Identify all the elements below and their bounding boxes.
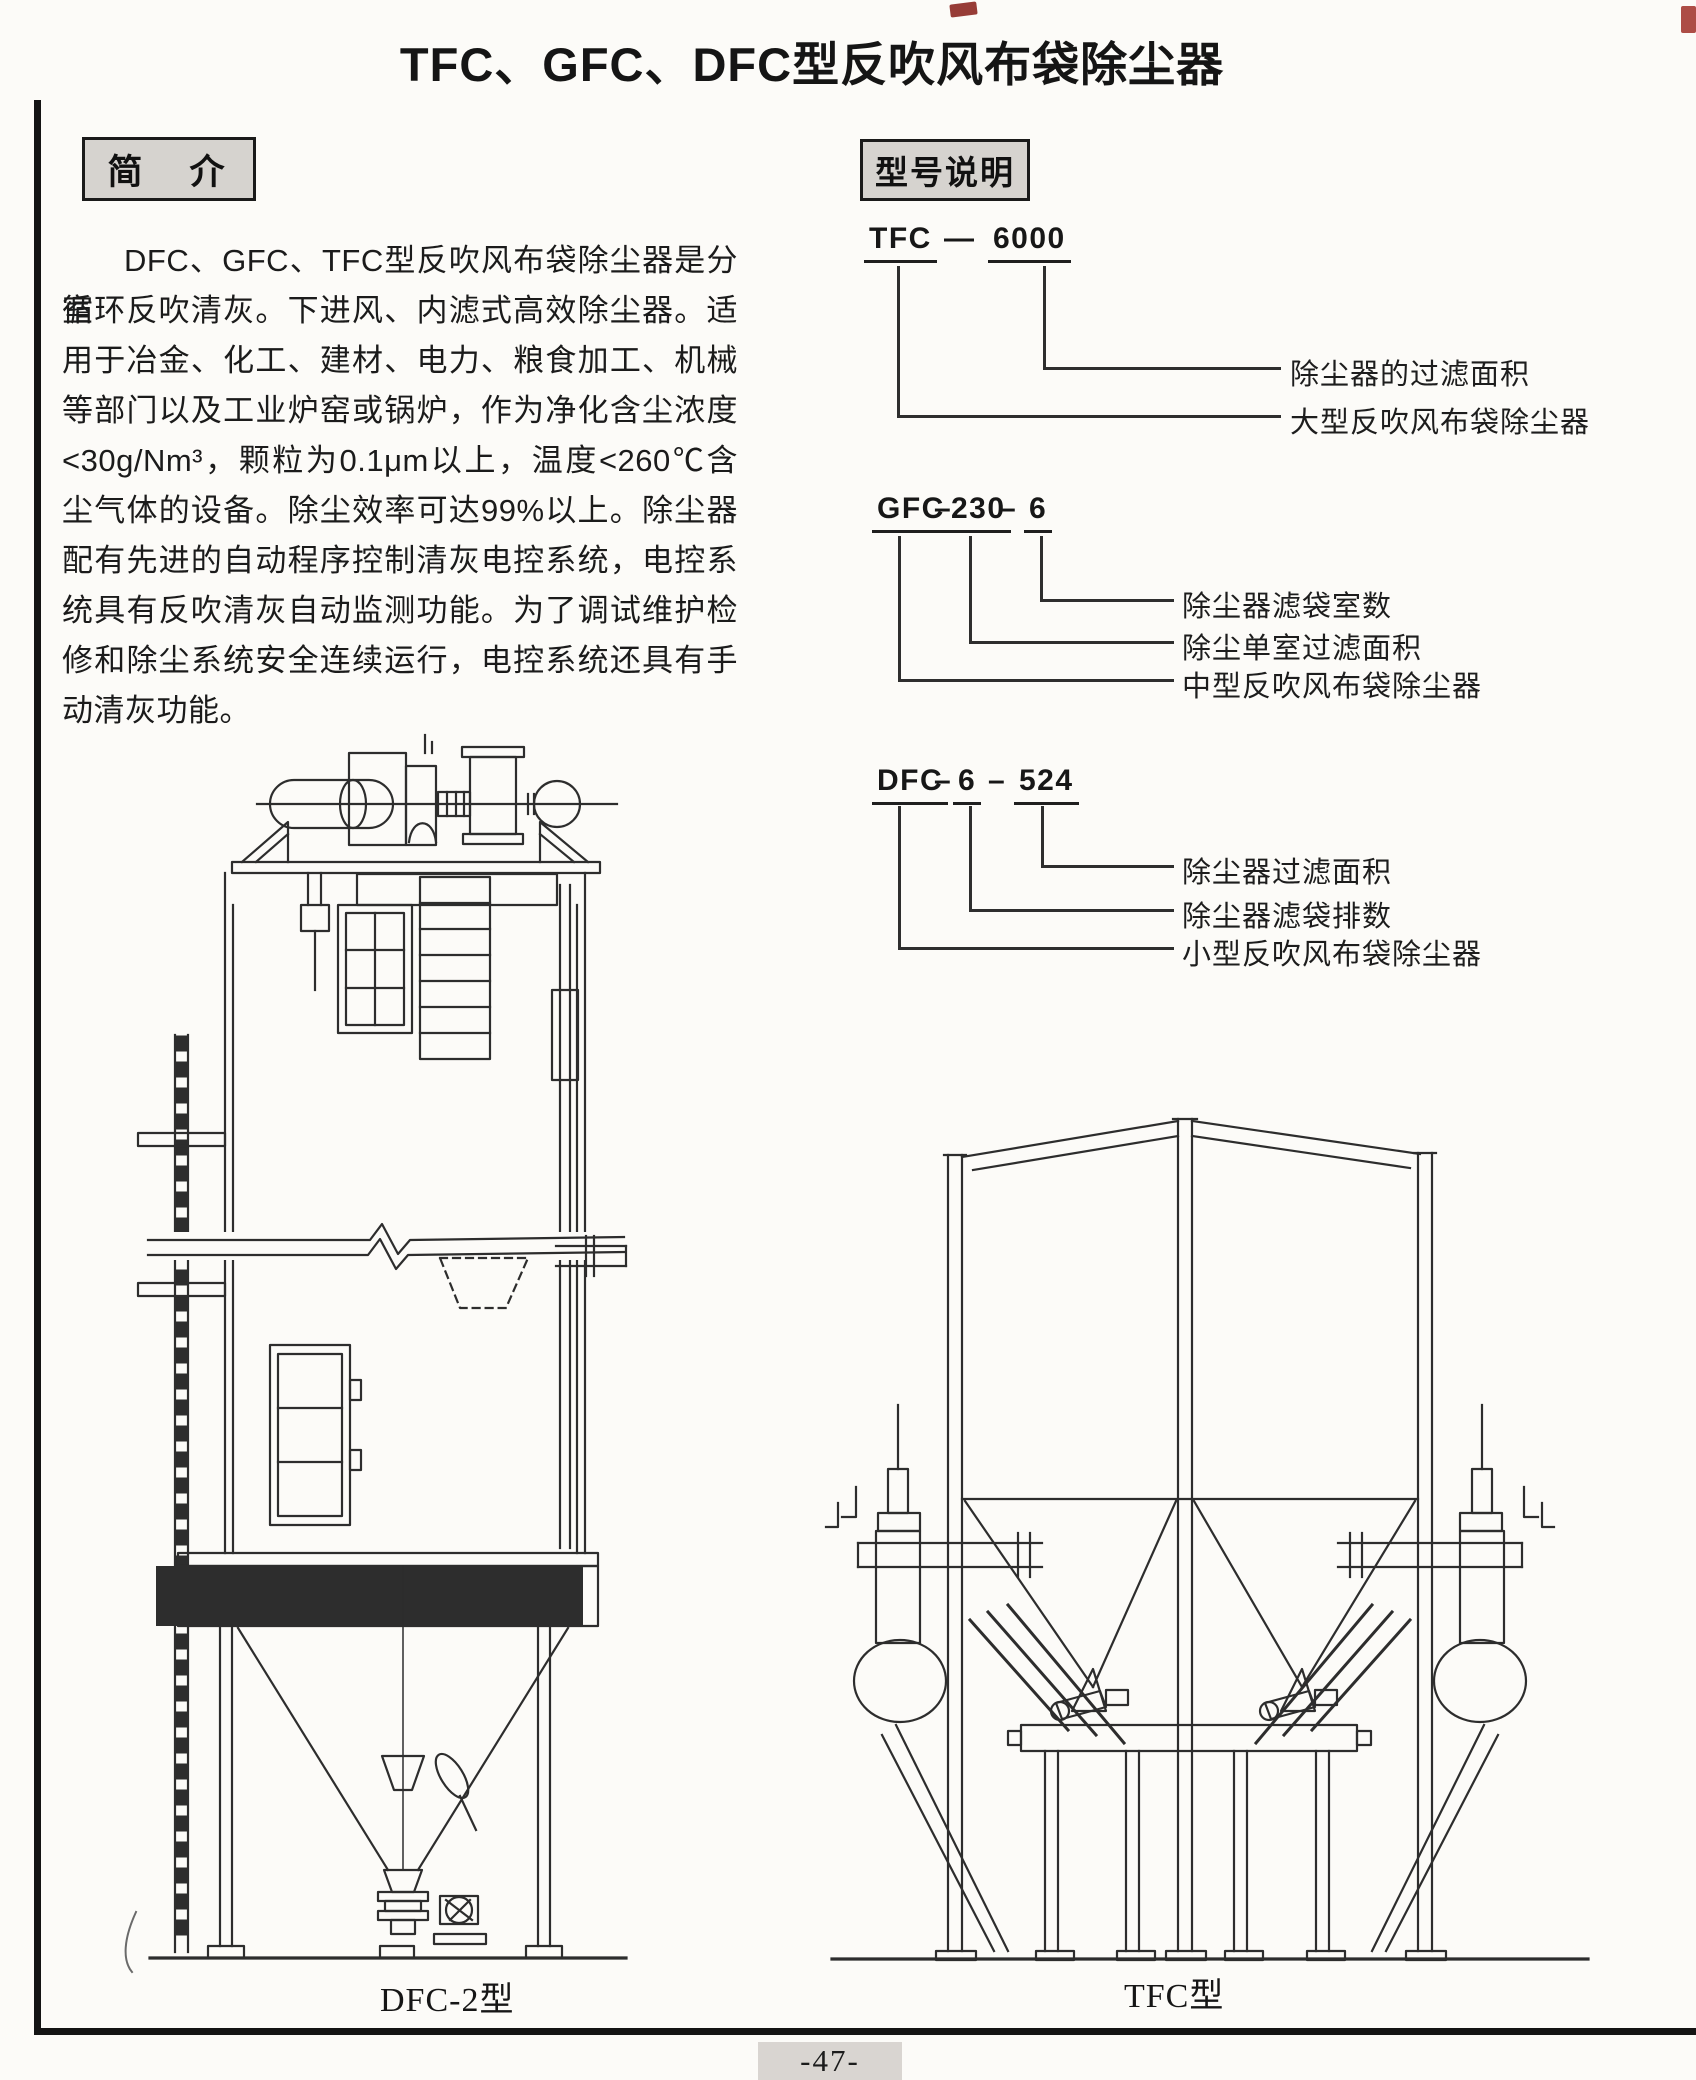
model-code-part: 6 [1024, 492, 1053, 533]
intro-heading: 简 介 [107, 152, 231, 192]
model-label: 除尘器滤袋排数 [1182, 901, 1393, 933]
model-code-part: GFC [872, 492, 950, 533]
model-label: 大型反吹风布袋除尘器 [1290, 407, 1591, 439]
intro-line: 动清灰功能。 [62, 693, 251, 728]
page-border-bottom [34, 2028, 1696, 2035]
model-label: 除尘器过滤面积 [1182, 857, 1393, 889]
leader-line [898, 947, 1174, 950]
model-label: 中型反吹风布袋除尘器 [1182, 671, 1483, 703]
model-label: 除尘单室过滤面积 [1182, 633, 1423, 665]
model-code-dash: – [999, 492, 1018, 525]
model-code-dash: – [934, 492, 953, 525]
intro-line: DFC、GFC、TFC型反吹风布袋除尘器是分室 [62, 243, 738, 328]
model-code-dash: – [988, 764, 1007, 797]
leader-line [898, 536, 901, 682]
model-spec-heading: 型号说明 [875, 154, 1015, 191]
model-spec-heading-box: 型号说明 [860, 139, 1030, 201]
page-title: TFC、GFC、DFC型反吹风布袋除尘器 [399, 38, 1225, 91]
leader-line [1041, 865, 1174, 868]
intro-line: 等部门以及工业炉窑或锅炉，作为净化含尘浓度 [62, 393, 738, 428]
leader-line [1043, 367, 1281, 370]
model-code-part: 524 [1014, 764, 1079, 805]
leader-line [969, 641, 1174, 644]
intro-paragraph: DFC、GFC、TFC型反吹风布袋除尘器是分室 循环反吹清灰。下进风、内滤式高效… [62, 236, 738, 736]
dfc2-figure [124, 733, 628, 1974]
scan-red-mark-corner [1681, 6, 1696, 33]
scan-red-mark-top [949, 1, 978, 18]
leader-line [1041, 806, 1044, 868]
leader-line [1040, 599, 1174, 602]
intro-line: 配有先进的自动程序控制清灰电控系统，电控系 [62, 543, 738, 578]
tfc-figure [824, 1117, 1590, 1962]
leader-line [969, 909, 1174, 912]
page-number-band: -47- [758, 2042, 902, 2080]
leader-line [898, 806, 901, 950]
model-label: 除尘器的过滤面积 [1290, 359, 1531, 391]
intro-heading-box: 简 介 [82, 137, 256, 201]
leader-line [969, 806, 972, 912]
leader-line [897, 266, 900, 418]
model-label: 小型反吹风布袋除尘器 [1182, 939, 1483, 971]
model-code-part: DFC [872, 764, 949, 805]
intro-line: 统具有反吹清灰自动监测功能。为了调试维护检 [62, 593, 738, 628]
model-code-part: 6 [953, 764, 982, 805]
figure-caption-tfc: TFC型 [1124, 1978, 1225, 2015]
intro-line: 用于冶金、化工、建材、电力、粮食加工、机械 [62, 343, 738, 378]
intro-line: 尘气体的设备。除尘效率可达99%以上。除尘器 [62, 493, 738, 528]
page-number: -47- [800, 2043, 860, 2078]
intro-line: 修和除尘系统安全连续运行，电控系统还具有手 [62, 643, 738, 678]
figure-caption-dfc2: DFC-2型 [380, 1982, 515, 2019]
leader-line [897, 415, 1281, 418]
model-code-dash: – [934, 764, 953, 797]
model-code-part: TFC [864, 222, 937, 263]
intro-line: 循环反吹清灰。下进风、内滤式高效除尘器。适 [62, 293, 738, 328]
leader-line [1043, 266, 1046, 370]
leader-line [1040, 536, 1043, 602]
model-code-dash: — [944, 222, 976, 255]
leader-line [969, 536, 972, 644]
model-label: 除尘器滤袋室数 [1182, 591, 1393, 623]
page-border-left [34, 100, 41, 2032]
model-code-part: 230 [946, 492, 1011, 533]
leader-line [898, 679, 1174, 682]
model-code-part: 6000 [988, 222, 1071, 263]
intro-line: <30g/Nm³，颗粒为0.1μm以上，温度<260℃含 [62, 443, 738, 478]
